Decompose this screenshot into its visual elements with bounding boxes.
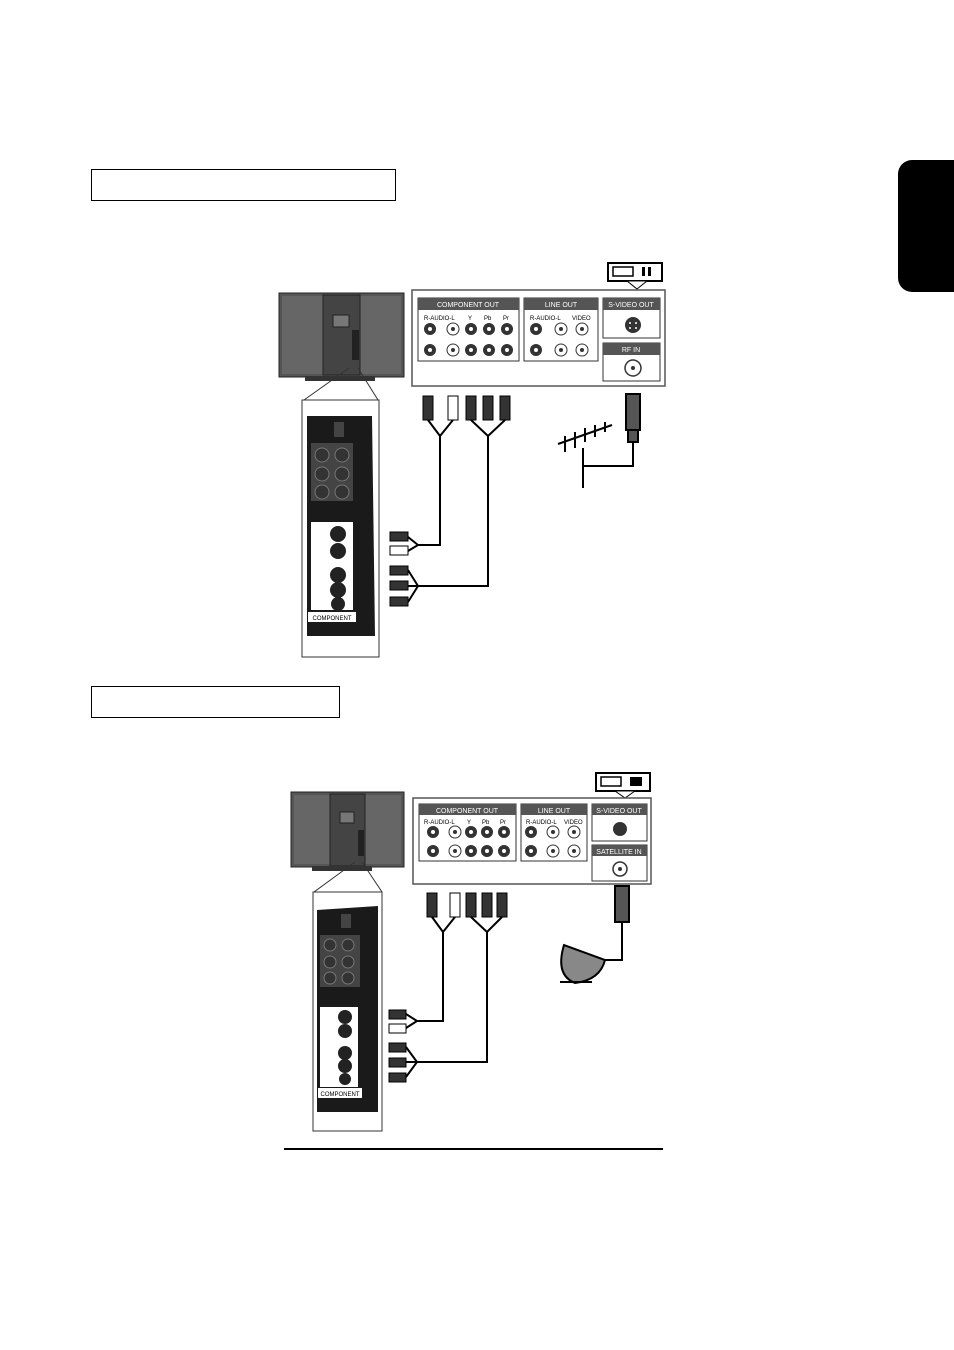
component-out-jacks: [424, 322, 513, 357]
jack-label: Pb: [484, 316, 492, 322]
diagram-2: COMPONENT OUT R-AUDIO-L Y Pb Pr LINE OUT…: [290, 772, 652, 1132]
jack-label: VIDEO: [572, 316, 591, 322]
section-title-box-2: [91, 686, 340, 718]
component-out-jacks-2: [427, 825, 510, 858]
rf-in-label: RF IN: [622, 347, 640, 354]
tv-back-1: [278, 292, 405, 381]
component-out-label: COMPONENT OUT: [436, 808, 499, 815]
component-panel-label: COMPONENT: [321, 1092, 360, 1098]
component-out-label: COMPONENT OUT: [437, 302, 500, 309]
line-out-label: LINE OUT: [538, 808, 571, 815]
jack-label: Pb: [482, 820, 490, 826]
jack-label: Y: [468, 316, 472, 322]
jack-label: R-AUDIO-L: [526, 820, 557, 826]
jack-label: R-AUDIO-L: [424, 316, 455, 322]
line-out-jacks: [530, 322, 589, 357]
jack-label: Pr: [503, 316, 509, 322]
jack-label: VIDEO: [564, 820, 583, 826]
rca-plugs-top-1: [422, 395, 511, 421]
svideo-out-label: S-VIDEO OUT: [596, 808, 642, 815]
tv-back-2: [290, 791, 405, 871]
svideo-jack-2: [613, 822, 627, 836]
jack-label: R-AUDIO-L: [530, 316, 561, 322]
svideo-jack: [625, 317, 641, 333]
section-side-tab: [898, 160, 954, 292]
svideo-out-label: S-VIDEO OUT: [608, 302, 654, 309]
vcr-icon: [607, 262, 663, 290]
section-title-box-1: [91, 169, 396, 201]
tv-input-panel-2: COMPONENT: [317, 906, 378, 1112]
diagram-1: COMPONENT OUT R-AUDIO-L Y Pb Pr LINE OUT…: [278, 262, 666, 658]
rca-plugs-top-2: [426, 892, 508, 918]
jack-label: Y: [467, 820, 471, 826]
av-cables-1: [407, 419, 506, 603]
jack-label: R-AUDIO-L: [424, 820, 455, 826]
component-panel-label: COMPONENT: [313, 616, 352, 622]
tv-input-panel-1: COMPONENT: [307, 416, 375, 636]
line-out-label: LINE OUT: [545, 302, 578, 309]
line-out-jacks-2: [525, 825, 581, 858]
av-cables-2: [405, 916, 503, 1078]
rca-plugs-side-2: [388, 1009, 407, 1083]
satellite-receiver-icon: [595, 772, 651, 799]
satellite-dish-icon: [560, 885, 630, 985]
antenna-icon: [557, 393, 641, 488]
jack-label: Pr: [500, 820, 506, 826]
bottom-rule: [284, 1148, 663, 1150]
rca-plugs-side-1: [389, 531, 409, 607]
satellite-in-label: SATELLITE IN: [596, 849, 641, 856]
